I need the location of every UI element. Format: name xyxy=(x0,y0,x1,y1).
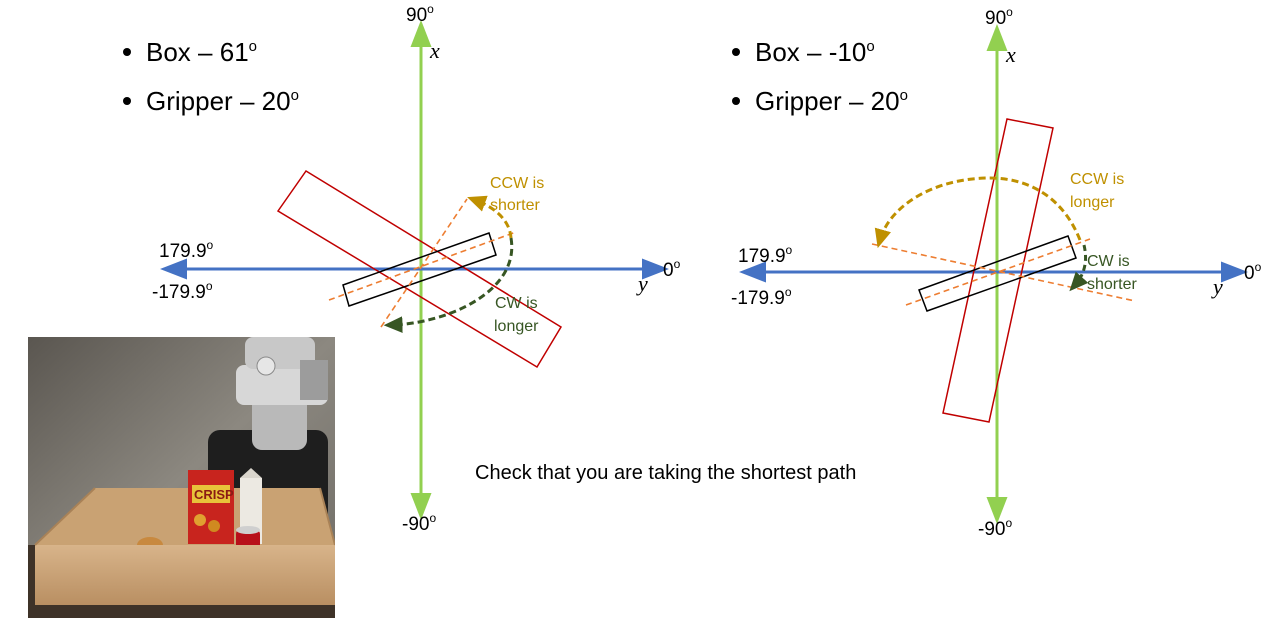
gripper-guide-line xyxy=(905,238,1091,306)
svg-text:179.9o: 179.9o xyxy=(159,238,214,262)
svg-text:Gripper – 20o: Gripper – 20o xyxy=(146,86,299,116)
box-guide-line xyxy=(380,198,468,328)
ccw-arc-arrow xyxy=(467,195,513,239)
dash-glyph: – xyxy=(807,37,822,67)
simulation-photo: CRISP xyxy=(28,337,335,618)
svg-text:-90o: -90o xyxy=(402,511,436,535)
degree-symbol: o xyxy=(207,238,214,252)
cw-label-line1: CW is xyxy=(1087,253,1130,270)
cw-label-line2: shorter xyxy=(1087,276,1137,293)
svg-text:Gripper – 20o: Gripper – 20o xyxy=(755,86,908,116)
cw-label-line1: CW is xyxy=(495,295,538,312)
svg-text:90o: 90o xyxy=(985,5,1013,29)
dash-glyph: – xyxy=(849,86,864,116)
axis-label-minus179-9: -179.9 xyxy=(731,288,785,309)
gripper-guide-line xyxy=(328,231,517,301)
svg-text:-90o: -90o xyxy=(978,516,1012,540)
bullet-label: Gripper xyxy=(755,86,842,116)
axis-label-minus179-9: -179.9 xyxy=(152,282,206,303)
bullet-dot xyxy=(732,97,740,105)
axis-label-90: 90 xyxy=(985,8,1006,29)
degree-symbol: o xyxy=(786,243,793,257)
x-axis-name: x xyxy=(1005,42,1016,67)
caption-text: Check that you are taking the shortest p… xyxy=(475,462,856,484)
degree-symbol: o xyxy=(249,38,257,55)
y-axis-name: y xyxy=(1211,274,1223,299)
axis-label-90: 90 xyxy=(406,5,427,26)
svg-text:Box – -10o: Box – -10o xyxy=(755,37,875,67)
degree-symbol: o xyxy=(429,511,436,525)
bullet-dot xyxy=(123,48,131,56)
left-bullet-gripper: Gripper – 20o xyxy=(123,86,299,116)
box-guide-line xyxy=(871,243,1136,302)
degree-symbol: o xyxy=(674,257,681,271)
box-outline xyxy=(942,118,1054,423)
box-angle-value: 61 xyxy=(220,37,249,67)
degree-symbol: o xyxy=(785,285,792,299)
degree-symbol: o xyxy=(1006,5,1013,19)
ccw-label-line1: CCW is xyxy=(490,175,544,192)
degree-symbol: o xyxy=(427,2,434,16)
axis-label-0: 0 xyxy=(1244,263,1255,284)
gripper-outline xyxy=(918,235,1077,312)
degree-symbol: o xyxy=(206,279,213,293)
cw-label-line2: longer xyxy=(494,318,539,335)
svg-text:90o: 90o xyxy=(406,2,434,26)
gripper-angle-value: 20 xyxy=(262,86,291,116)
gripper-outline xyxy=(342,232,497,307)
axis-label-minus90: -90 xyxy=(978,519,1005,540)
bullet-label: Gripper xyxy=(146,86,233,116)
degree-symbol: o xyxy=(1255,260,1262,274)
degree-symbol: o xyxy=(291,87,299,104)
axis-label-179-9: 179.9 xyxy=(738,246,786,267)
degree-symbol: o xyxy=(900,87,908,104)
svg-text:-179.9o: -179.9o xyxy=(152,279,213,303)
right-bullet-box: Box – -10o xyxy=(732,37,875,67)
box-angle-value: -10 xyxy=(829,37,867,67)
dash-glyph: – xyxy=(240,86,255,116)
svg-text:0o: 0o xyxy=(1244,260,1262,284)
ccw-label-line1: CCW is xyxy=(1070,171,1124,188)
right-panel: Box – -10o Gripper – 20o 90o -90o 179.9o… xyxy=(731,5,1262,540)
degree-symbol: o xyxy=(866,38,874,55)
box-outline xyxy=(276,169,563,369)
crisp-cereal-box-icon: CRISP xyxy=(188,470,234,544)
bin-front xyxy=(35,545,335,605)
left-panel: Box – 61o Gripper – 20o 90o -90o 179.9o … xyxy=(123,2,681,535)
svg-text:179.9o: 179.9o xyxy=(738,243,793,267)
gripper-angle-value: 20 xyxy=(871,86,900,116)
ccw-label-line2: shorter xyxy=(490,197,540,214)
cereal-box-label: CRISP xyxy=(194,487,234,502)
axis-label-minus90: -90 xyxy=(402,514,429,535)
degree-symbol: o xyxy=(1005,516,1012,530)
bullet-label: Box xyxy=(146,37,191,67)
svg-text:0o: 0o xyxy=(663,257,681,281)
cw-arc-arrow xyxy=(1069,244,1089,292)
axis-label-179-9: 179.9 xyxy=(159,241,207,262)
left-bullet-box: Box – 61o xyxy=(123,37,257,67)
bullet-dot xyxy=(732,48,740,56)
svg-text:-179.9o: -179.9o xyxy=(731,285,792,309)
x-axis-name: x xyxy=(429,38,440,63)
y-axis-name: y xyxy=(636,271,648,296)
ccw-label-line2: longer xyxy=(1070,194,1115,211)
right-bullet-gripper: Gripper – 20o xyxy=(732,86,908,116)
cw-arc-arrow xyxy=(383,237,514,334)
bullet-dot xyxy=(123,97,131,105)
dash-glyph: – xyxy=(198,37,213,67)
svg-text:Box – 61o: Box – 61o xyxy=(146,37,257,67)
ccw-arc-arrow xyxy=(874,176,1082,249)
axis-label-0: 0 xyxy=(663,260,674,281)
bullet-label: Box xyxy=(755,37,800,67)
